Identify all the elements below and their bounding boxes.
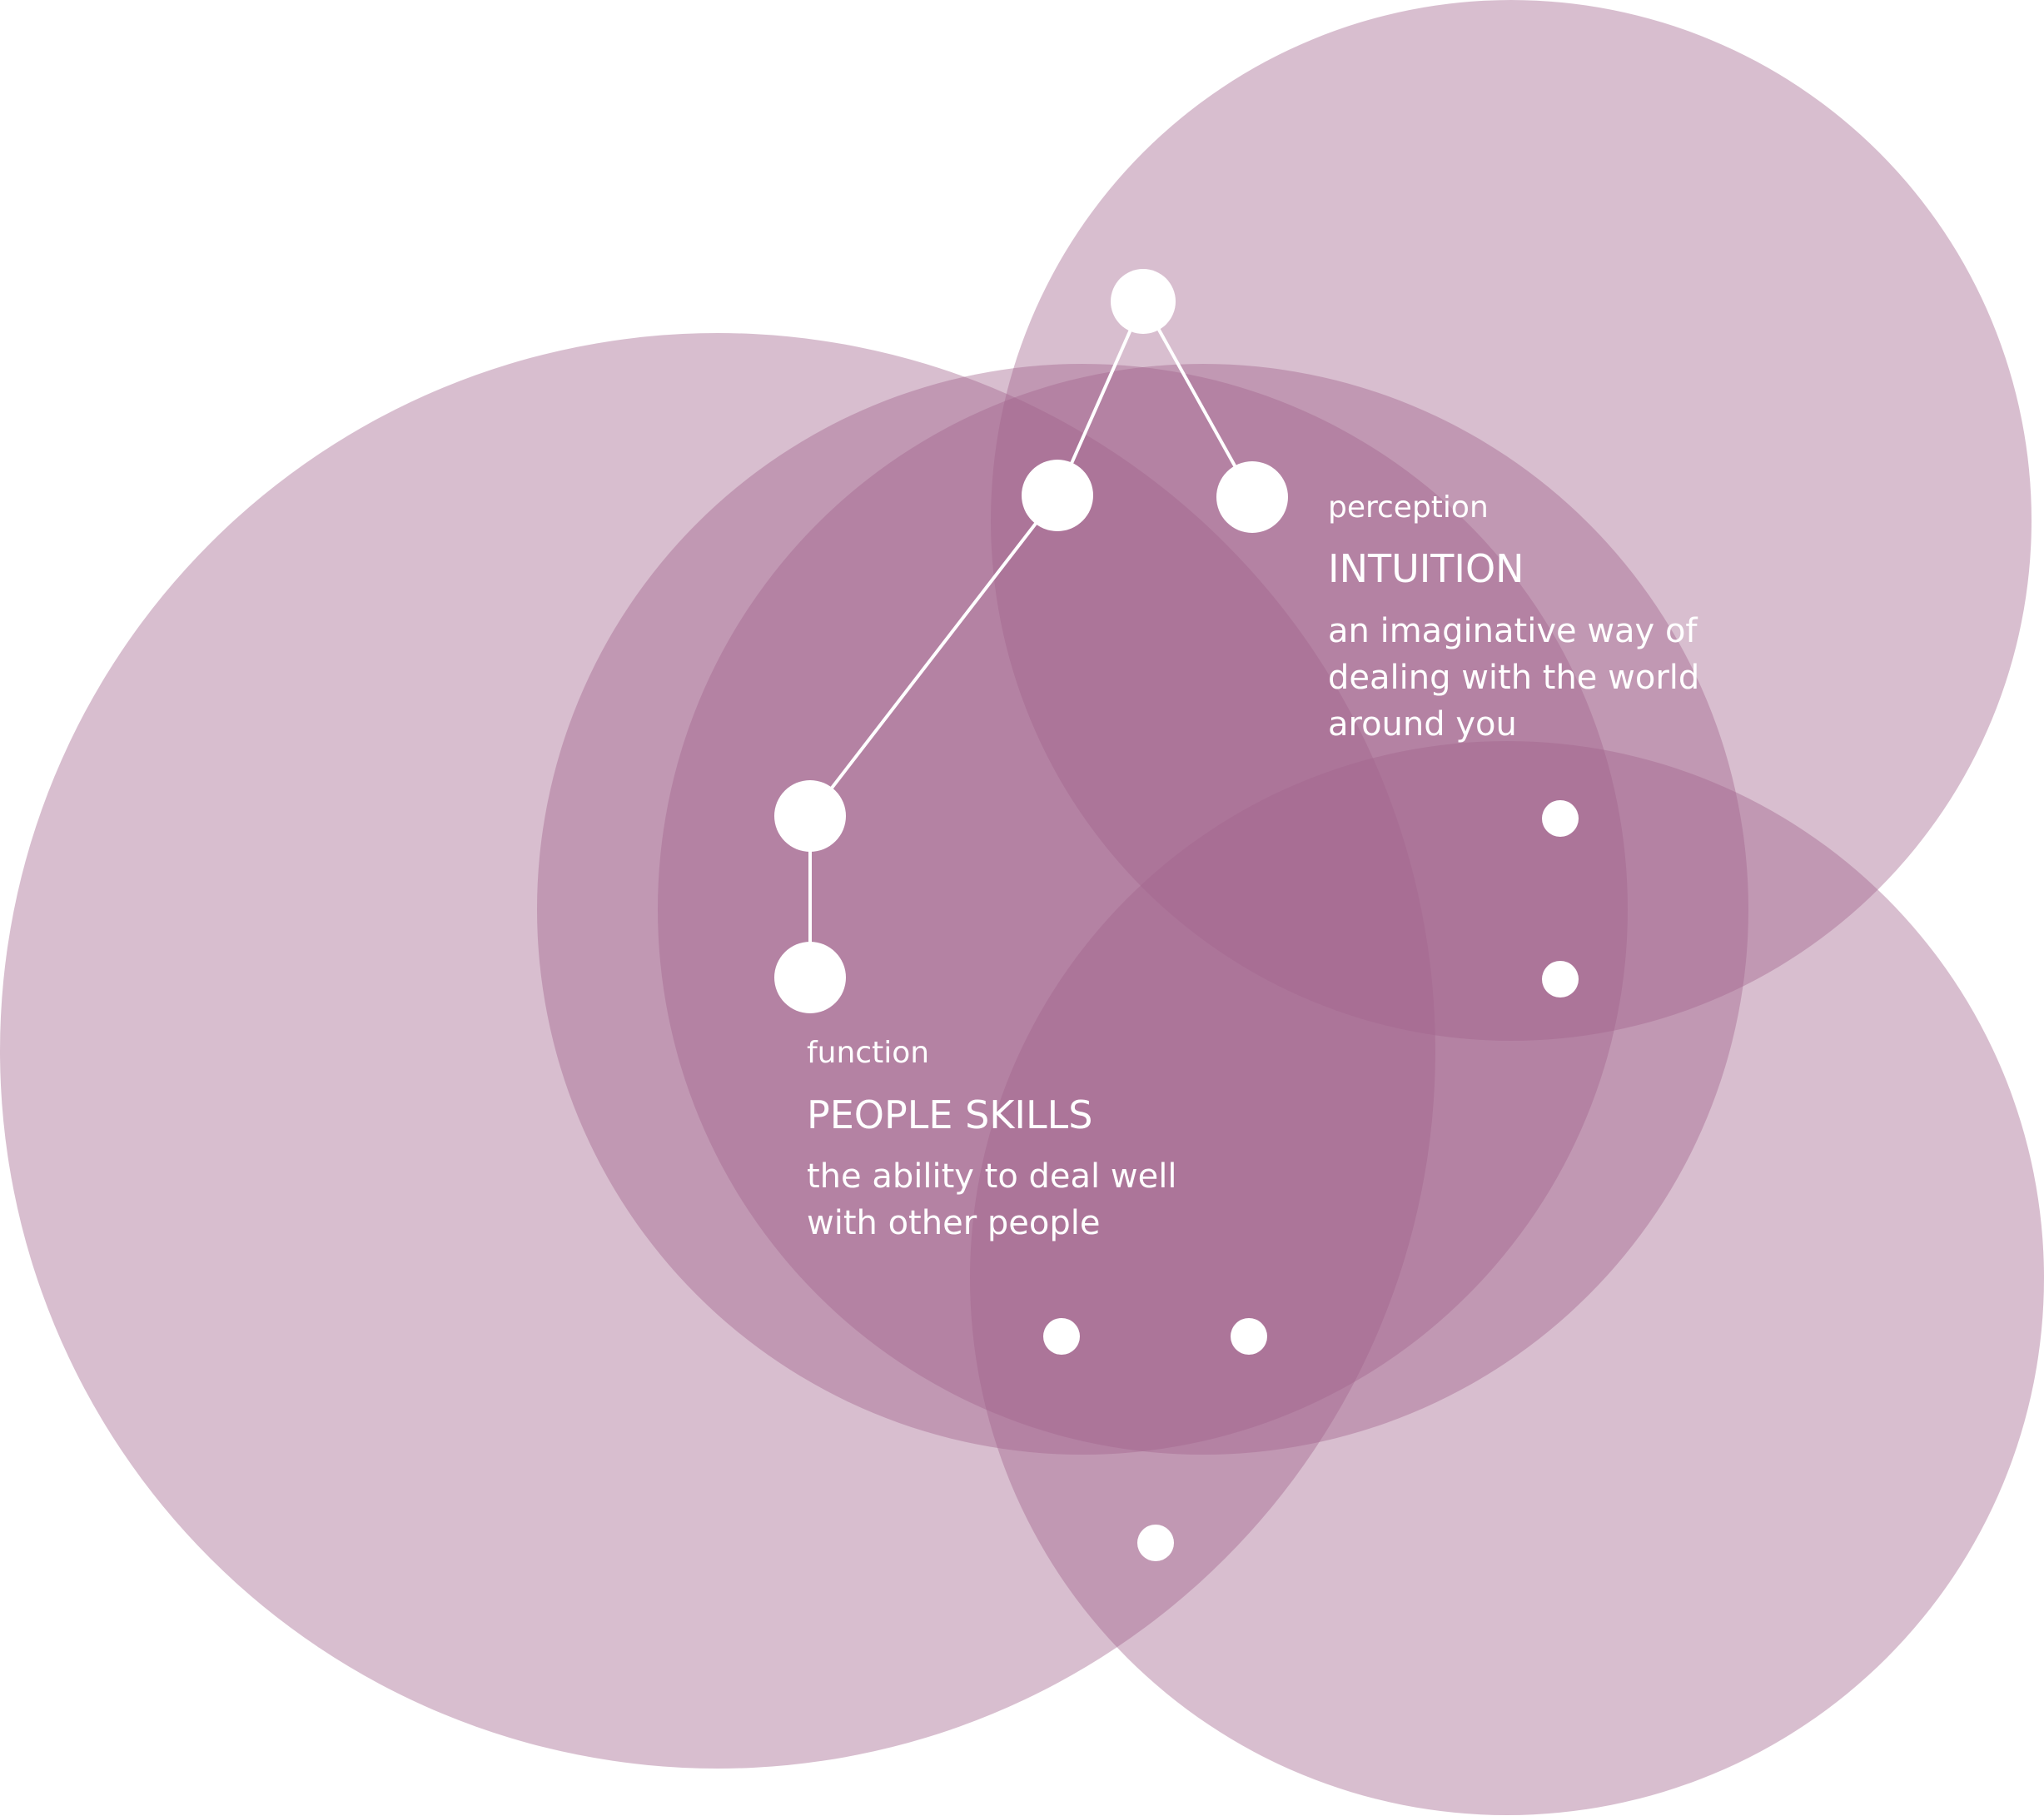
node-group — [774, 269, 1579, 1561]
perception-description-line-1: an imaginative way of — [1328, 612, 1698, 650]
function-description-line-1: the ability to deal well — [807, 1157, 1176, 1196]
circle-center-inner — [658, 364, 1748, 1455]
node-right — [1216, 461, 1288, 533]
connector-root-right — [1141, 301, 1254, 498]
node-root — [1111, 269, 1176, 334]
circle-top-right — [991, 0, 2032, 1041]
circle-large-left — [0, 333, 1435, 1769]
perception-title: INTUITION — [1328, 546, 1524, 591]
dot-bottom-center — [1137, 1525, 1174, 1561]
function-block: function PEOPLE SKILLS the ability to de… — [807, 1036, 1176, 1242]
circle-bottom-right — [970, 741, 2044, 1815]
perception-block: perception INTUITION an imaginative way … — [1328, 490, 1699, 744]
node-left — [1022, 460, 1093, 531]
perception-description-line-3: around you — [1328, 705, 1517, 744]
dot-bottom-left — [1043, 1318, 1080, 1355]
connector-left-lower — [808, 494, 1059, 818]
dot-right-upper — [1542, 800, 1579, 837]
function-description-line-2: with other people — [807, 1204, 1100, 1242]
circle-center-outer — [537, 364, 1628, 1455]
node-bottom-left — [774, 942, 846, 1013]
dot-bottom-right — [1231, 1318, 1267, 1355]
node-mid-left — [774, 780, 846, 852]
function-category: function — [807, 1036, 929, 1070]
perception-description-line-2: dealing with the world — [1328, 659, 1699, 697]
function-title: PEOPLE SKILLS — [807, 1092, 1092, 1137]
dot-right-lower — [1542, 961, 1579, 998]
perception-category: perception — [1328, 490, 1489, 525]
